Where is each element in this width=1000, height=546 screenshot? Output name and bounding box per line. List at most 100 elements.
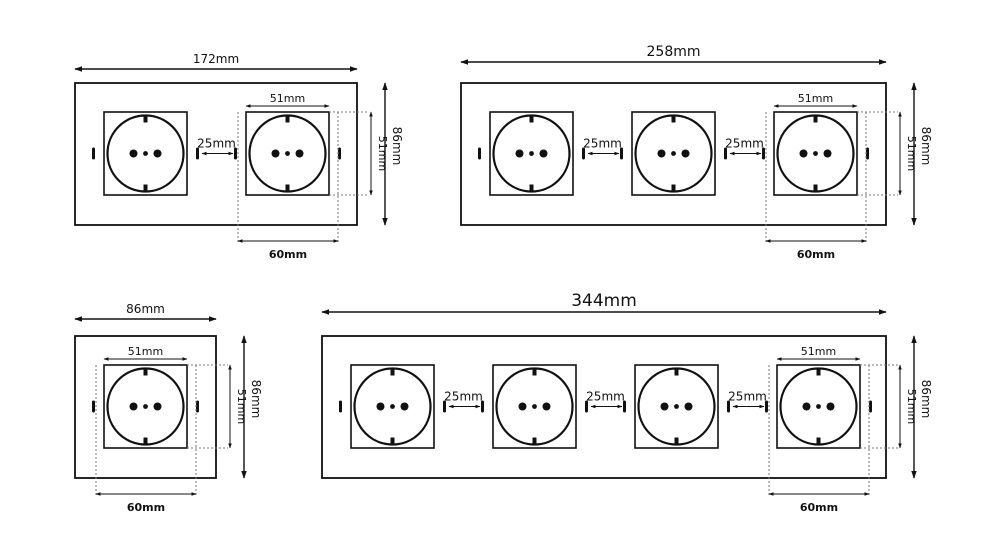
pin-hole-right: [684, 402, 693, 411]
socket-width-label: 51mm: [801, 345, 836, 358]
socket-pitch-label: 60mm: [797, 248, 835, 261]
pin-hole-left: [271, 149, 280, 158]
socket-gap-label: 25mm: [728, 390, 767, 404]
socket-gap-label: 25mm: [725, 137, 764, 151]
mount-tab-left: [765, 400, 768, 413]
socket-outlet: [92, 111, 199, 196]
mount-tab-right: [443, 400, 446, 413]
pin-hole-right: [295, 149, 304, 158]
pin-hole-left: [518, 402, 527, 411]
mount-tab-left: [339, 400, 342, 413]
socket-height-label: 51mm: [376, 136, 389, 171]
socket-outlet: [92, 364, 199, 449]
center-dot: [532, 404, 537, 409]
panel-height-label: 86mm: [919, 127, 933, 166]
earth-clip-top: [671, 114, 676, 123]
socket-width-label: 51mm: [270, 92, 305, 105]
center-dot: [143, 404, 148, 409]
earth-clip-bottom: [143, 437, 148, 446]
pin-hole-right: [153, 402, 162, 411]
center-dot: [674, 404, 679, 409]
socket-outlet: [339, 364, 446, 449]
socket-gap-label: 25mm: [197, 137, 236, 151]
mount-tab-right: [869, 400, 872, 413]
panel-frame: [321, 335, 887, 479]
socket-frame: [631, 111, 716, 196]
pin-hole-right: [681, 149, 690, 158]
mount-tab-right: [582, 147, 585, 160]
socket-frame: [634, 364, 719, 449]
socket-frame: [350, 364, 435, 449]
earth-clip-top: [143, 114, 148, 123]
earth-clip-bottom: [285, 184, 290, 193]
socket-height-label: 51mm: [905, 389, 918, 424]
total-width-label: 172mm: [193, 52, 239, 66]
mount-tab-right: [585, 400, 588, 413]
earth-clip-bottom: [390, 437, 395, 446]
pin-hole-left: [657, 149, 666, 158]
panel-height-label: 86mm: [390, 127, 404, 166]
mount-tab-right: [724, 147, 727, 160]
pin-hole-left: [660, 402, 669, 411]
pin-hole-left: [129, 402, 138, 411]
earth-clip-top: [532, 367, 537, 376]
socket-outlet: [623, 364, 730, 449]
pin-hole-right: [400, 402, 409, 411]
panel-frame: [74, 82, 358, 226]
socket-frame: [103, 364, 188, 449]
mount-tab-right: [196, 147, 199, 160]
socket-frame: [492, 364, 577, 449]
socket-width-label: 51mm: [798, 92, 833, 105]
panel-frame: [74, 335, 217, 479]
pin-hole-left: [799, 149, 808, 158]
socket-frame: [773, 111, 858, 196]
socket-height-label: 51mm: [905, 136, 918, 171]
socket-outlet: [765, 364, 872, 449]
socket-frame: [776, 364, 861, 449]
pin-hole-right: [826, 402, 835, 411]
earth-clip-top: [674, 367, 679, 376]
total-width-label: 344mm: [571, 291, 637, 311]
socket-outlet: [478, 111, 585, 196]
earth-clip-bottom: [529, 184, 534, 193]
earth-clip-bottom: [143, 184, 148, 193]
socket-outlet: [481, 364, 588, 449]
mount-tab-right: [866, 147, 869, 160]
socket-height-label: 51mm: [235, 389, 248, 424]
socket-frame: [245, 111, 330, 196]
earth-clip-top: [390, 367, 395, 376]
earth-clip-top: [816, 367, 821, 376]
pin-hole-right: [542, 402, 551, 411]
mount-tab-left: [92, 147, 95, 160]
total-width-label: 258mm: [647, 44, 701, 60]
earth-clip-top: [529, 114, 534, 123]
earth-clip-top: [285, 114, 290, 123]
socket-gap-label: 25mm: [444, 390, 483, 404]
pin-hole-right: [539, 149, 548, 158]
pin-hole-left: [515, 149, 524, 158]
socket-outlet: [762, 111, 869, 196]
pin-hole-right: [823, 149, 832, 158]
mount-tab-left: [620, 147, 623, 160]
socket-gap-label: 25mm: [583, 137, 622, 151]
center-dot: [529, 151, 534, 156]
socket-frame: [103, 111, 188, 196]
socket-frame: [489, 111, 574, 196]
panel-height-label: 86mm: [919, 380, 933, 419]
earth-clip-bottom: [532, 437, 537, 446]
earth-clip-bottom: [674, 437, 679, 446]
mount-tab-right: [196, 400, 199, 413]
mount-tab-left: [92, 400, 95, 413]
pin-hole-left: [802, 402, 811, 411]
socket-outlet: [620, 111, 727, 196]
total-width-label: 86mm: [126, 302, 165, 316]
center-dot: [813, 151, 818, 156]
center-dot: [285, 151, 290, 156]
center-dot: [390, 404, 395, 409]
center-dot: [816, 404, 821, 409]
